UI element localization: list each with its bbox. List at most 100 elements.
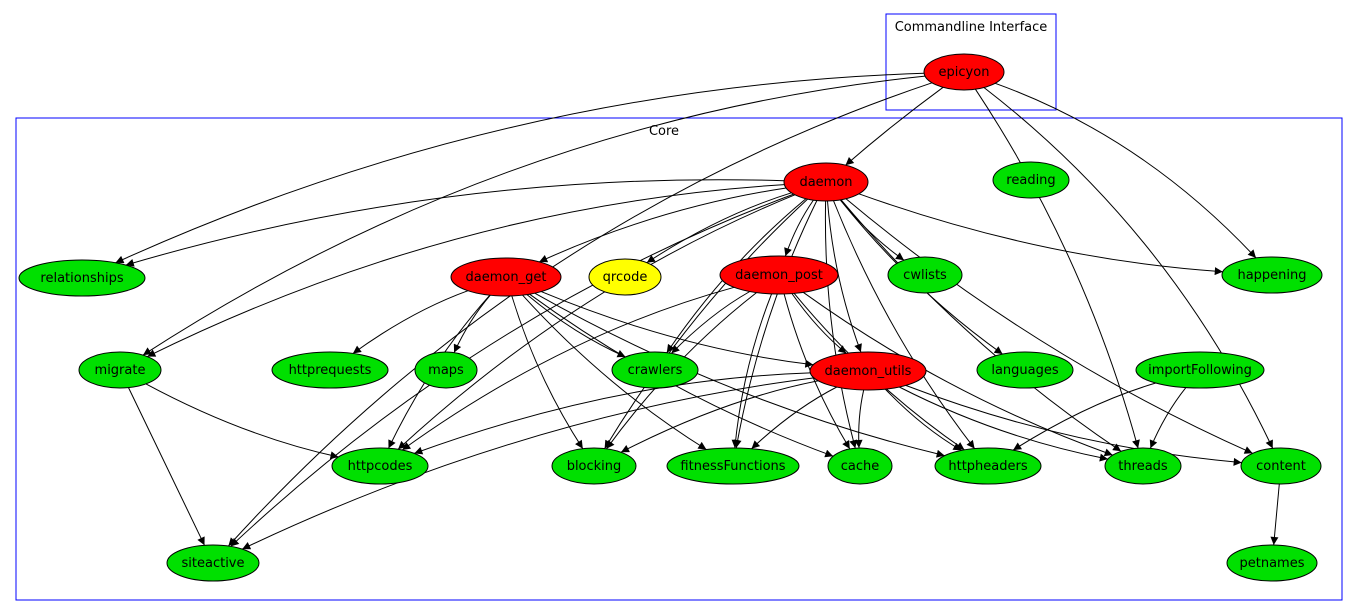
edge-daemon_get-to-daemon_utils [541,291,814,368]
edge-daemon-to-daemon_utils [827,200,862,353]
edge-importFollowing-to-threads [1149,387,1187,449]
edge-daemon_get-to-blocking [511,295,584,449]
node-reading: reading [992,161,1070,199]
edge-daemon-to-httpheaders [833,200,975,449]
edge-daemon_get-to-fitnessFunctions [522,294,707,450]
node-shape-epicyon [923,53,1005,91]
node-shape-siteactive [166,544,260,582]
node-daemon: daemon [783,162,869,202]
node-httpcodes: httpcodes [331,447,429,485]
edge-daemon_post-to-httpcodes [401,286,735,451]
node-label-daemon_get: daemon_get [466,270,547,285]
node-shape-qrcode [588,258,662,296]
node-label-daemon_utils: daemon_utils [825,364,912,379]
node-shape-languages [976,351,1074,389]
node-shape-happening [1221,256,1323,294]
edge-daemon_utils-to-httpcodes [414,372,811,455]
node-blocking: blocking [551,447,637,485]
node-shape-blocking [551,447,637,485]
edge-daemon_post-to-threads [802,291,1113,457]
edge-daemon-to-cache [824,200,858,449]
node-shape-threads [1104,447,1182,485]
edge-daemon-to-threads [840,199,1122,452]
node-shape-daemon_get [450,257,562,297]
edge-daemon-to-relationships [125,179,785,267]
edge-daemon-to-happening [858,193,1223,276]
edge-daemon_utils-to-httpheaders [884,388,962,451]
cluster-border-cli [885,13,1057,111]
node-label-importFollowing: importFollowing [1148,363,1252,378]
edge-migrate-to-siteactive [128,387,205,546]
edge-daemon_utils-to-blocking [620,380,819,453]
edge-daemon_get-to-maps [453,294,491,353]
edge-epicyon-to-migrate [142,75,926,356]
edge-daemon-to-siteactive [230,193,794,547]
node-label-httpcodes: httpcodes [348,459,413,474]
node-shape-content [1240,447,1322,485]
node-daemon_post: daemon_post [719,255,839,295]
node-label-qrcode: qrcode [603,270,648,285]
node-shape-daemon [783,162,869,202]
node-label-daemon: daemon [799,175,852,190]
node-shape-crawlers [611,351,699,389]
node-shape-httprequests [271,351,389,389]
node-label-cache: cache [841,459,880,474]
edge-daemon_utils-to-siteactive [241,377,814,550]
node-label-reading: reading [1006,173,1055,188]
node-httprequests: httprequests [271,351,389,389]
node-shape-httpcodes [331,447,429,485]
edge-daemon_get-to-crawlers [526,294,626,358]
node-shape-maps [414,351,478,389]
edge-epicyon-to-threads [974,88,1140,449]
edges-layer [115,72,1280,550]
node-petnames: petnames [1226,544,1318,582]
node-label-siteactive: siteactive [182,556,245,571]
node-label-httpheaders: httpheaders [948,459,1027,474]
edge-epicyon-to-happening [995,82,1257,259]
node-shape-daemon_post [719,255,839,295]
node-shape-petnames [1226,544,1318,582]
cluster-cli: Commandline Interface [885,13,1057,111]
edge-epicyon-to-content [983,87,1274,449]
node-languages: languages [976,351,1074,389]
node-shape-httpheaders [934,447,1042,485]
edge-daemon_post-to-fitnessFunctions [731,293,773,449]
node-shape-migrate [78,351,162,389]
node-label-maps: maps [428,363,464,378]
node-content: content [1240,447,1322,485]
node-siteactive: siteactive [166,544,260,582]
node-cache: cache [827,447,893,485]
edge-daemon_post-to-crawlers [671,291,751,354]
node-label-crawlers: crawlers [628,363,683,378]
node-label-cwlists: cwlists [903,268,947,283]
node-daemon_utils: daemon_utils [809,351,927,391]
edge-daemon-to-blocking [604,198,808,449]
cluster-core: Core [15,117,1343,601]
node-label-languages: languages [991,363,1059,378]
node-shape-daemon_utils [809,351,927,391]
node-epicyon: epicyon [923,53,1005,91]
edge-daemon-to-migrate [147,184,785,358]
node-migrate: migrate [78,351,162,389]
edge-daemon-to-fitnessFunctions [733,200,818,449]
edge-daemon-to-httpcodes [397,194,796,450]
node-label-httprequests: httprequests [289,363,372,378]
cluster-label-cli: Commandline Interface [895,20,1048,35]
node-fitnessFunctions: fitnessFunctions [666,447,800,485]
node-label-petnames: petnames [1240,556,1305,571]
edge-daemon-to-qrcode [646,192,792,264]
nodes-layer: epicyon daemon reading relationships daemon_… [18,53,1323,582]
node-threads: threads [1104,447,1182,485]
node-shape-cache [827,447,893,485]
node-label-fitnessFunctions: fitnessFunctions [680,459,785,474]
cluster-label-core: Core [649,124,679,139]
edge-daemon_utils-to-content [905,384,1242,466]
node-label-content: content [1256,459,1306,474]
edge-content-to-petnames [1270,483,1280,546]
edge-daemon-to-cwlists [840,199,905,261]
node-label-relationships: relationships [40,271,123,286]
node-cwlists: cwlists [887,256,963,294]
